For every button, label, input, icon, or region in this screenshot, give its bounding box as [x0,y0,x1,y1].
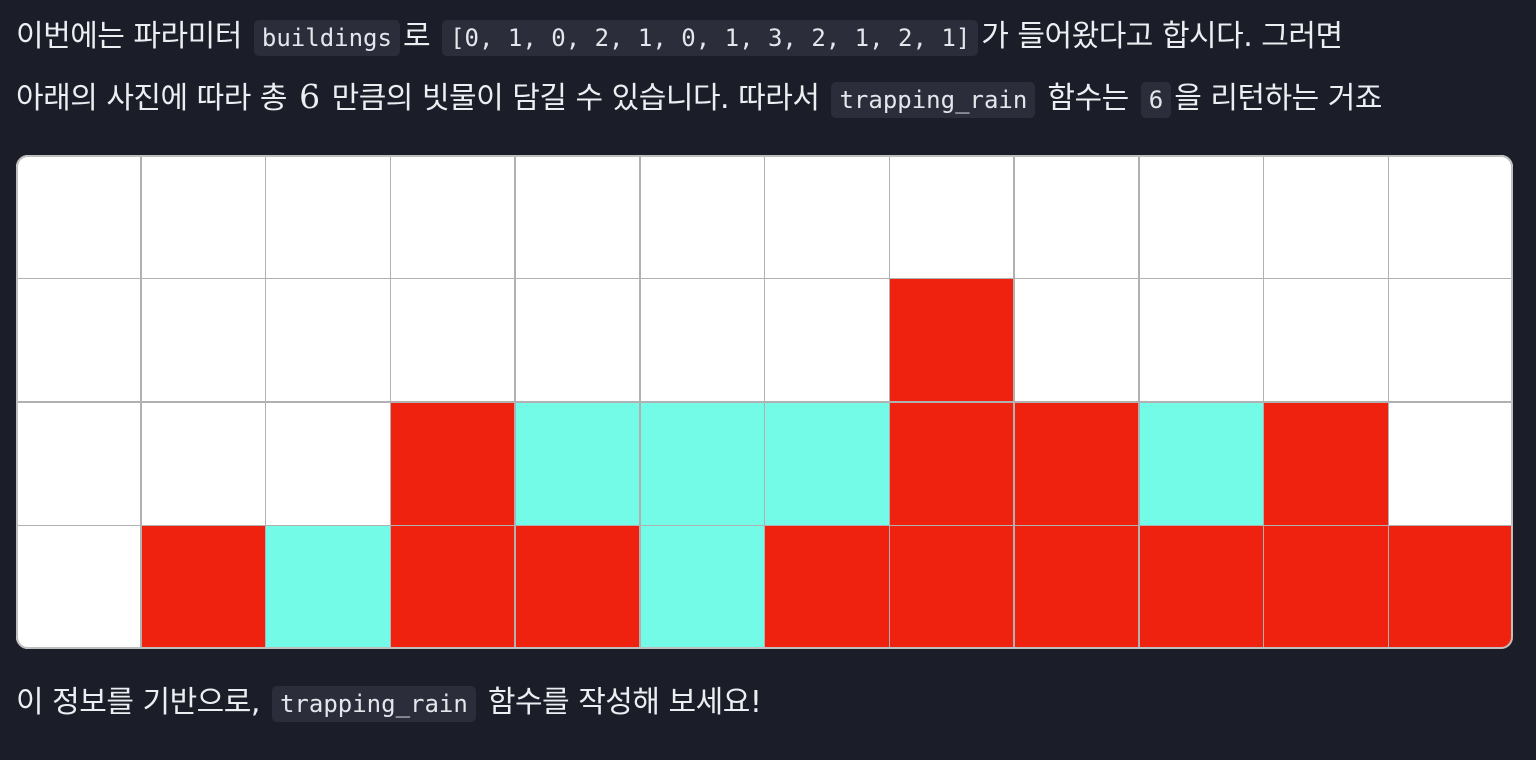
intro-text-5: 만큼의 빗물이 담길 수 있습니다. 따라서 [331,81,820,116]
empty-cell [16,155,141,279]
empty-cell [265,278,391,402]
building-cell [1014,402,1139,526]
empty-cell [1388,402,1513,526]
water-cell [515,402,640,526]
building-cell [390,525,515,649]
empty-cell [764,278,890,402]
empty-cell [1263,278,1389,402]
building-cell [1388,525,1513,649]
building-cell [140,525,266,649]
code-buildings-array: [0, 1, 0, 2, 1, 0, 1, 3, 2, 1, 2, 1] [442,20,979,56]
building-cell [1263,402,1389,526]
grid-line-horizontal [16,401,1513,403]
water-cell [265,525,391,649]
water-cell [1138,402,1264,526]
outro-text-2: 함수를 작성해 보세요! [487,685,762,720]
empty-cell [1138,155,1264,279]
empty-cell [639,155,765,279]
math-total-water: 6 [299,77,320,116]
code-trapping-rain-2: trapping_rain [271,686,476,722]
empty-cell [1388,278,1513,402]
empty-cell [1014,278,1139,402]
empty-cell [515,278,640,402]
building-cell [515,525,640,649]
empty-cell [1263,155,1389,279]
intro-text-2: 로 [402,19,431,54]
empty-cell [140,402,266,526]
building-cell [1014,525,1139,649]
intro-text-1: 이번에는 파라미터 [16,19,242,54]
empty-cell [390,155,515,279]
grid-line-horizontal [16,524,1513,527]
building-cell [1263,525,1389,649]
code-buildings: buildings [253,20,400,56]
water-cell [764,402,890,526]
building-cell [889,278,1014,402]
building-cell [889,525,1014,649]
intro-text-3: 가 들어왔다고 합시다. 그러면 [981,19,1343,54]
code-return-value: 6 [1140,82,1172,118]
intro-text-6: 함수는 [1047,81,1129,116]
empty-cell [140,278,266,402]
intro-line-2: 아래의 사진에 따라 총 6 만큼의 빗물이 담길 수 있습니다. 따라서 tr… [16,75,1382,122]
empty-cell [515,155,640,279]
building-cell [1138,525,1264,649]
empty-cell [1388,155,1513,279]
building-cell [764,525,890,649]
empty-cell [140,155,266,279]
building-cell [889,402,1014,526]
empty-cell [1138,278,1264,402]
empty-cell [889,155,1014,279]
code-trapping-rain: trapping_rain [831,82,1036,118]
empty-cell [764,155,890,279]
outro-text-1: 이 정보를 기반으로, [16,685,260,720]
empty-cell [265,402,391,526]
outro-line: 이 정보를 기반으로, trapping_rain 함수를 작성해 보세요! [16,681,762,726]
empty-cell [390,278,515,402]
empty-cell [265,155,391,279]
intro-text-7: 을 리턴하는 거죠 [1174,81,1382,116]
water-cell [639,525,765,649]
empty-cell [16,278,141,402]
empty-cell [639,278,765,402]
empty-cell [16,525,141,649]
building-cell [390,402,515,526]
empty-cell [16,402,141,526]
grid-line-horizontal [16,277,1513,280]
empty-cell [1014,155,1139,279]
intro-text-4: 아래의 사진에 따라 총 [16,81,288,116]
water-cell [639,402,765,526]
rain-trapping-figure [16,155,1513,649]
